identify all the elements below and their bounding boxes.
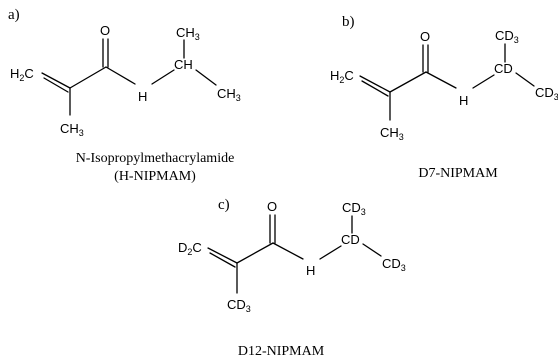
panel-b-methyl-top: CD3 xyxy=(495,28,519,45)
panel-c-bonds xyxy=(207,214,382,294)
panel-a-caption-line-2: (H-NIPMAM) xyxy=(114,169,196,184)
panel-c-methylene: D2C xyxy=(178,240,202,257)
panel-c-label: c) xyxy=(218,197,230,213)
panel-b-methyl-bottom: CH3 xyxy=(380,125,404,142)
panel-a-oxygen: O xyxy=(100,23,110,38)
panel-b-label: b) xyxy=(342,14,355,30)
panel-c-nh: H xyxy=(306,263,315,278)
panel-a-methylene: H2C xyxy=(10,66,34,83)
panel-c-methyl-bottom: CD3 xyxy=(227,297,251,314)
panel-c-caption: D12-NIPMAM xyxy=(238,344,325,359)
panel-b-bonds xyxy=(359,43,535,121)
panel-a: a) H2C O H CH CH3 CH3 CH3 N-Isopropylmet… xyxy=(8,7,241,184)
panel-a-methyl-top: CH3 xyxy=(176,25,200,42)
panel-a-nh: H xyxy=(138,89,147,104)
panel-c: c) D2C O H CD CD3 CD3 CD3 D12-NIPMAM xyxy=(178,197,406,359)
panel-c-methyl-top: CD3 xyxy=(342,200,366,217)
panel-a-label: a) xyxy=(8,7,20,23)
panel-c-methyl-right: CD3 xyxy=(382,256,406,273)
panel-b-oxygen: O xyxy=(420,29,430,44)
panel-b-nh: H xyxy=(459,93,468,108)
panel-b-caption: D7-NIPMAM xyxy=(418,166,498,181)
panel-b-methylene: H2C xyxy=(330,68,354,85)
panel-a-methyl-right: CH3 xyxy=(217,86,241,103)
panel-b-methyl-right: CD3 xyxy=(535,85,558,102)
panel-c-cd: CD xyxy=(341,232,360,247)
panel-a-caption-line-1: N-Isopropylmethacrylamide xyxy=(76,151,235,166)
panel-b: b) H2C O H CD CD3 CD3 CH3 D7-NIPMAM xyxy=(330,14,558,181)
panel-a-bonds xyxy=(41,38,217,116)
panel-a-methyl-bottom: CH3 xyxy=(60,121,84,138)
panel-c-oxygen: O xyxy=(267,199,277,214)
panel-a-ch: CH xyxy=(174,57,193,72)
panel-b-cd: CD xyxy=(494,61,513,76)
